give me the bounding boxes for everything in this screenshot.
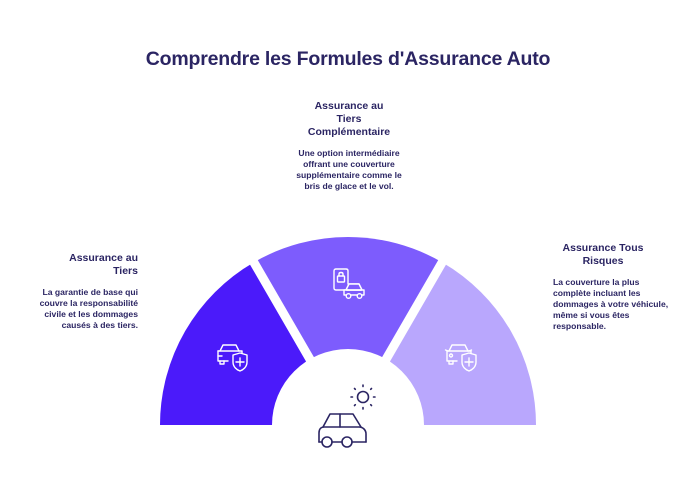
label-tiers-complementaire-description: Une option intermédiaire offrant une cou… — [296, 148, 402, 191]
segment-tiers-complementaire — [254, 237, 442, 425]
label-title-line: Risques — [582, 255, 624, 267]
label-tiers-complementaire-title: Assurance au Tiers Complémentaire — [288, 100, 410, 139]
label-tous-risques-description: La couverture la plus complète incluant … — [553, 277, 669, 331]
label-tous-risques-title: Assurance Tous Risques — [553, 242, 653, 268]
phone-lock-car-icon — [333, 268, 365, 300]
label-tous-risques: Assurance Tous Risques La couverture la … — [553, 242, 671, 332]
label-title-line: Assurance Tous — [562, 242, 644, 254]
bottom-mask — [140, 425, 560, 498]
diagram-title: Comprendre les Formules d'Assurance Auto — [145, 48, 551, 70]
car-sun-icon — [318, 384, 376, 448]
car-shield-icon — [217, 344, 248, 372]
label-tiers-complementaire: Assurance au Tiers Complémentaire Une op… — [288, 100, 410, 192]
label-title-line: Complémentaire — [307, 126, 391, 138]
label-tiers-title-line: Assurance au — [69, 252, 138, 264]
label-title-line: Assurance au — [314, 100, 384, 112]
label-title-line: Tiers — [336, 113, 362, 125]
label-tiers-title: Assurance au Tiers — [22, 252, 138, 278]
label-tiers: Assurance au Tiers La garantie de base q… — [22, 252, 138, 331]
car-shield-icon — [444, 344, 477, 372]
label-tiers-title-line: Tiers — [113, 265, 138, 277]
label-tiers-description: La garantie de base qui couvre la respon… — [39, 287, 138, 330]
